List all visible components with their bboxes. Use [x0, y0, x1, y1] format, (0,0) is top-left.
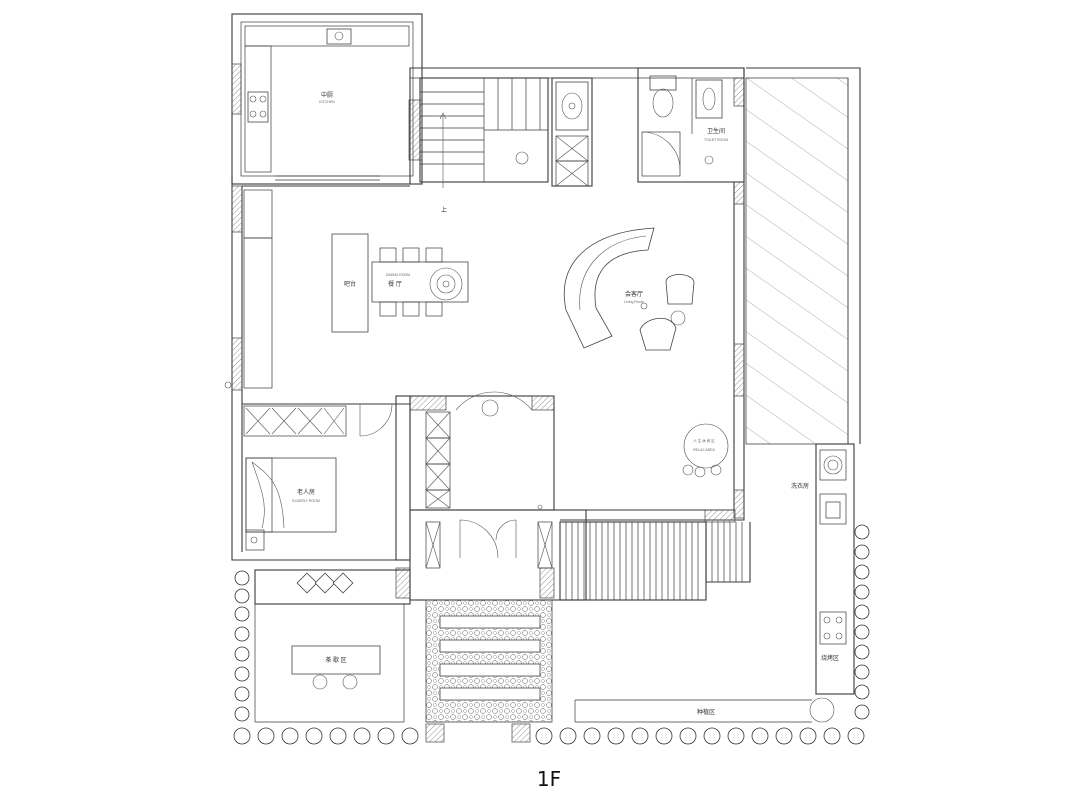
planting-strip: 种植区	[574, 697, 835, 723]
service-strip: 洗衣房 烧烤区	[791, 443, 855, 695]
bbq-label: 烧烤区	[821, 654, 839, 662]
kitchen-label-en: KITCHEN	[319, 100, 335, 104]
laundry-label: 洗衣房	[791, 482, 809, 490]
shrub-group	[233, 524, 870, 745]
side-terrace	[745, 67, 861, 445]
living-area: 会客厅 Living Room	[564, 227, 695, 351]
bathroom-label: 卫生间	[707, 127, 725, 135]
bathroom-label-en: TOILET ROOM	[704, 138, 728, 142]
staircase: 上	[419, 77, 549, 214]
dining-label: 餐 厅	[388, 280, 402, 288]
stair-up-label: 上	[441, 206, 447, 214]
kitchen-label: 中厨	[321, 91, 333, 99]
dining-area: 吧台 DINING ROOM 餐 厅	[331, 233, 469, 333]
elder-bedroom-label-en: ELDERLY ROOM	[292, 499, 320, 503]
bar-label: 吧台	[344, 280, 356, 288]
stone-path	[425, 599, 553, 743]
leisure-label-en: RELAX AREA	[693, 448, 715, 452]
planting-label: 种植区	[697, 708, 715, 716]
leisure-label: 人 生 休 闲 区	[693, 438, 715, 443]
wash-area	[551, 77, 593, 187]
elder-bedroom-label: 老人房	[297, 488, 315, 496]
entry-steps	[559, 521, 751, 601]
main-hall-walls	[224, 67, 745, 599]
tearoom-label: 茶 歇 区	[325, 656, 346, 664]
living-label-en: Living Room	[624, 300, 644, 304]
leisure-area: 人 生 休 闲 区 RELAX AREA	[682, 423, 729, 478]
dining-label-en: DINING ROOM	[386, 273, 410, 277]
tearoom-terrace: 茶 歇 区	[254, 569, 411, 723]
foyer	[409, 391, 587, 601]
floor-label: 1F	[537, 767, 561, 791]
bathroom-room: 卫生间 TOILET ROOM	[637, 67, 745, 183]
kitchen-room: 中厨 KITCHEN	[231, 13, 423, 185]
living-label: 会客厅	[625, 290, 643, 298]
elder-bedroom: 老人房 ELDERLY ROOM	[242, 395, 411, 561]
